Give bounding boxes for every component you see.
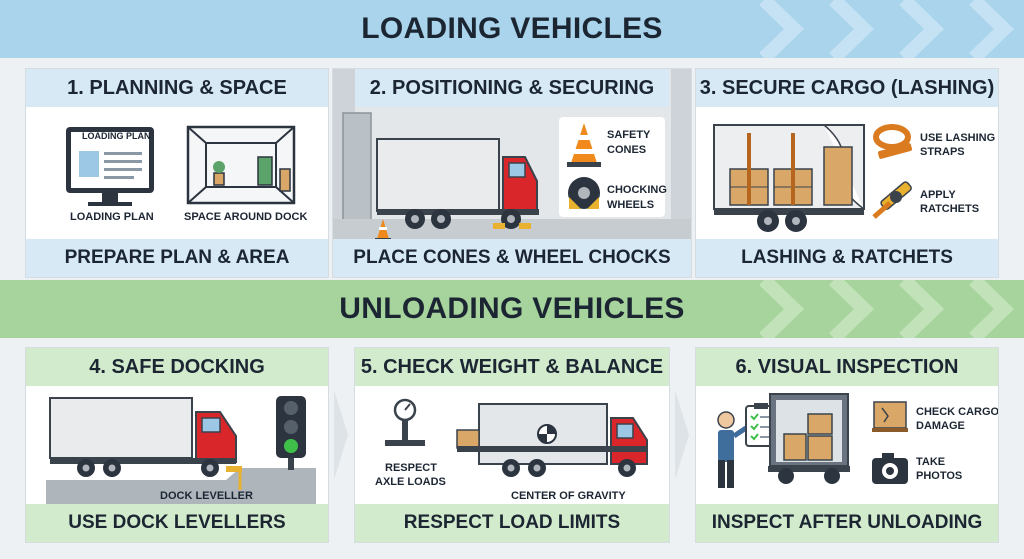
docking-illustration xyxy=(46,396,316,506)
weight-illustration xyxy=(385,398,648,477)
chevron-decoration-icon xyxy=(759,280,1015,338)
loading-plan-label: LOADING PLAN xyxy=(70,211,154,223)
inspection-illustration xyxy=(717,393,908,488)
open-truck-icon xyxy=(768,393,850,484)
straps-label: STRAPS xyxy=(920,146,965,158)
step-title: 4. SAFE DOCKING xyxy=(26,348,328,386)
unloading-section-title: UNLOADING VEHICLES xyxy=(339,292,685,325)
apply-label: APPLY xyxy=(920,189,956,201)
ratchet-icon xyxy=(872,181,912,219)
damage-label: DAMAGE xyxy=(916,420,965,432)
positioning-illustration xyxy=(333,69,691,241)
step-title: 2. POSITIONING & SECURING xyxy=(355,69,669,107)
chevron-right-icon xyxy=(675,390,689,480)
photos-label: PHOTOS xyxy=(916,470,963,482)
wheel-chock-icon xyxy=(568,177,600,209)
inspector-icon xyxy=(717,411,748,488)
step-card-inspection: 6. VISUAL INSPECTION xyxy=(695,347,999,543)
step-title: 5. CHECK WEIGHT & BALANCE xyxy=(355,348,669,386)
camera-icon xyxy=(872,453,908,484)
check-cargo-label: CHECK CARGO xyxy=(916,406,999,418)
step-title: 3. SECURE CARGO (LASHING) xyxy=(696,69,998,107)
cargo-trailer-icon xyxy=(713,124,865,232)
unloading-section-banner: UNLOADING VEHICLES xyxy=(0,280,1024,338)
ratchets-label: RATCHETS xyxy=(920,203,980,215)
truck-icon xyxy=(376,138,539,229)
axle-loads-label: AXLE LOADS xyxy=(375,476,446,488)
respect-label: RESPECT xyxy=(385,462,437,474)
step-footer: LASHING & RATCHETS xyxy=(696,239,998,277)
step-footer: USE DOCK LEVELLERS xyxy=(26,504,328,542)
step-card-weight: 5. CHECK WEIGHT & BALANCE RESPECT AXLE L… xyxy=(354,347,670,543)
strap-icon xyxy=(873,124,913,159)
loading-plan-screen-text: LOADING PLAN xyxy=(82,131,151,141)
damaged-box-icon xyxy=(872,401,908,432)
planning-illustration xyxy=(66,125,296,206)
take-label: TAKE xyxy=(916,456,946,468)
chevron-right-icon xyxy=(334,390,348,480)
traffic-light-icon xyxy=(276,396,306,470)
loading-section-banner: LOADING VEHICLES xyxy=(0,0,1024,58)
use-lashing-label: USE LASHING xyxy=(920,132,996,144)
step-footer: PREPARE PLAN & AREA xyxy=(26,239,328,277)
scale-icon xyxy=(385,398,425,446)
step-card-positioning: 2. POSITIONING & SECURING xyxy=(332,68,692,278)
monitor-icon xyxy=(66,127,154,206)
lashing-illustration xyxy=(713,124,913,232)
loading-section-title: LOADING VEHICLES xyxy=(361,12,663,45)
step-footer: PLACE CONES & WHEEL CHOCKS xyxy=(333,239,691,277)
wheels-label: WHEELS xyxy=(607,199,655,211)
step-card-planning: 1. PLANNING & SPACE LOADING PLAN L xyxy=(25,68,329,278)
safety-label: SAFETY xyxy=(607,129,651,141)
step-footer: RESPECT LOAD LIMITS xyxy=(355,504,669,542)
step-card-lashing: 3. SECURE CARGO (LASHING) USE LASHING ST… xyxy=(695,68,999,278)
dock-leveller-icon xyxy=(46,466,316,506)
center-of-gravity-icon xyxy=(537,424,557,444)
cones-label: CONES xyxy=(607,144,647,156)
center-of-gravity-label: CENTER OF GRAVITY xyxy=(511,490,626,502)
step-footer: INSPECT AFTER UNLOADING xyxy=(696,504,998,542)
space-around-dock-label: SPACE AROUND DOCK xyxy=(184,211,308,223)
safety-cone-icon xyxy=(567,123,601,167)
chocking-label: CHOCKING xyxy=(607,184,667,196)
step-card-docking: 4. SAFE DOCKING DOCK LEVELLER USE DOCK L… xyxy=(25,347,329,543)
step-title: 1. PLANNING & SPACE xyxy=(26,69,328,107)
step-title: 6. VISUAL INSPECTION xyxy=(696,348,998,386)
truck-icon xyxy=(49,397,237,477)
chevron-decoration-icon xyxy=(759,0,1015,58)
dock-leveller-label: DOCK LEVELLER xyxy=(160,490,253,502)
dock-space-icon xyxy=(186,125,296,205)
